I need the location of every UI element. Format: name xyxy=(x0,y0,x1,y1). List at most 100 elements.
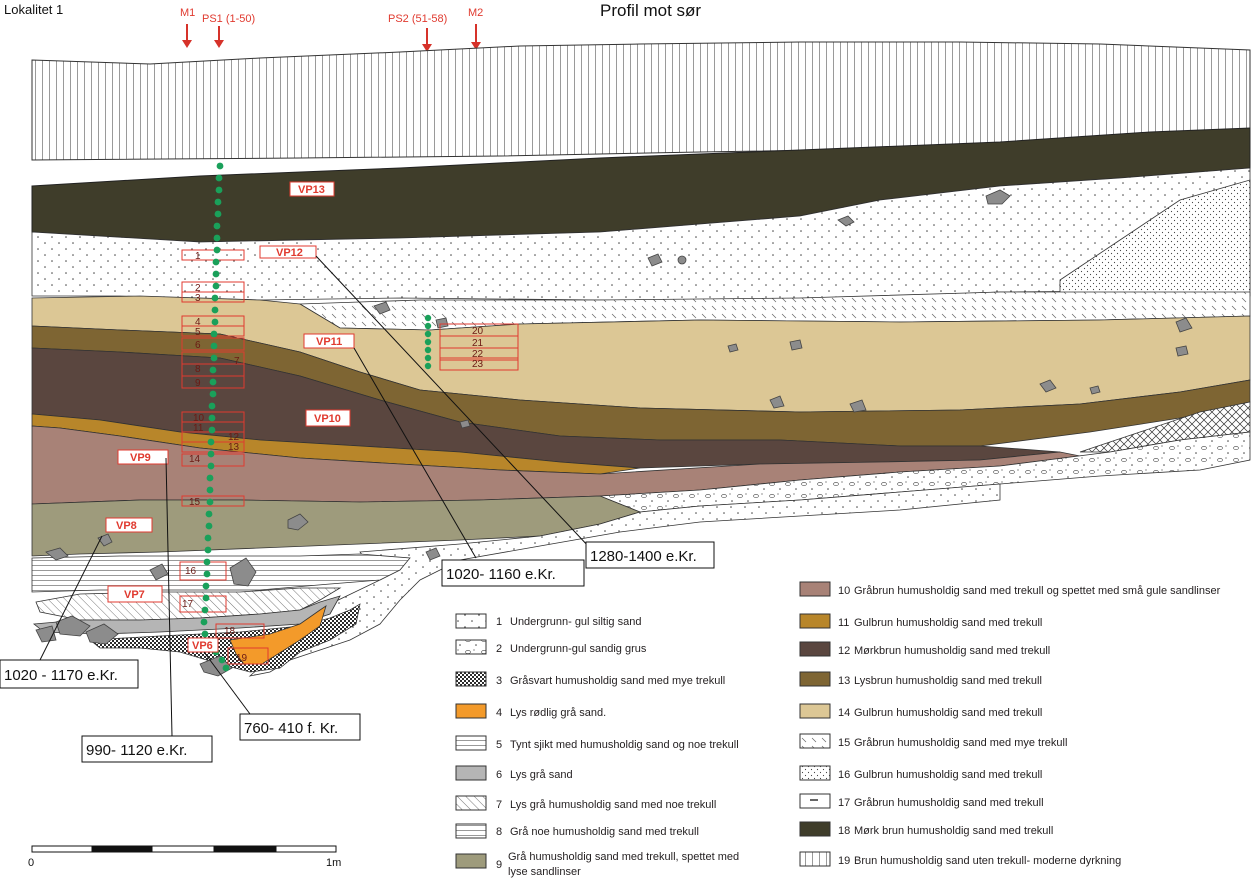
svg-text:11: 11 xyxy=(193,423,204,434)
svg-text:23: 23 xyxy=(472,359,484,370)
svg-text:2: 2 xyxy=(496,643,502,655)
svg-text:9: 9 xyxy=(496,859,502,871)
vp12-label: VP12 xyxy=(259,245,317,259)
svg-text:Mørk brun humusholdig sand med: Mørk brun humusholdig sand med trekull xyxy=(854,825,1053,837)
svg-text:Tynt sjikt med humusholdig san: Tynt sjikt med humusholdig sand og noe t… xyxy=(510,739,739,751)
legend-item-5: 5 Tynt sjikt med humusholdig sand og noe… xyxy=(455,735,739,751)
sample-numbers: 1 2 3 4 5 6 7 8 9 10 11 12 13 14 15 16 1… xyxy=(182,251,484,664)
svg-text:Gulbrun humusholdig sand med t: Gulbrun humusholdig sand med trekull xyxy=(854,617,1042,629)
svg-text:Gråsvart humusholdig sand med: Gråsvart humusholdig sand med mye trekul… xyxy=(510,675,725,687)
legend-item-2: 2 Undergrunn-gul sandig grus xyxy=(455,639,647,655)
legend-item-16: 16 Gulbrun humusholdig sand med trekull xyxy=(799,765,1042,781)
vp8-label: VP8 xyxy=(105,517,153,533)
date-box-1280: 1280-1400 e.Kr. xyxy=(585,541,715,569)
date-box-990: 990- 1120 e.Kr. xyxy=(81,735,213,763)
svg-text:PS2 (51-58): PS2 (51-58) xyxy=(388,13,447,25)
svg-text:8: 8 xyxy=(496,826,502,838)
marker-ps1: PS1 (1-50) xyxy=(202,13,255,48)
svg-text:7: 7 xyxy=(234,356,240,367)
svg-text:Lysbrun humusholdig sand med t: Lysbrun humusholdig sand med trekull xyxy=(854,675,1042,687)
legend-item-1: 1 Undergrunn- gul siltig sand xyxy=(455,613,641,629)
svg-text:VP13: VP13 xyxy=(298,184,325,196)
legend-item-13: 13 Lysbrun humusholdig sand med trekull xyxy=(799,671,1042,687)
marker-m2: M2 xyxy=(468,7,483,50)
svg-text:15: 15 xyxy=(189,497,201,508)
svg-text:5: 5 xyxy=(496,739,502,751)
svg-text:3: 3 xyxy=(496,675,502,687)
svg-text:11: 11 xyxy=(838,617,849,629)
legend-item-7: 7 Lys grå humusholdig sand med noe treku… xyxy=(455,795,716,811)
svg-text:13: 13 xyxy=(228,442,240,453)
legend-item-8: 8 Grå noe humusholdig sand med trekull xyxy=(455,823,699,839)
date-box-760: 760- 410 f. Kr. xyxy=(239,713,361,741)
svg-text:VP12: VP12 xyxy=(276,247,303,259)
svg-text:VP11: VP11 xyxy=(316,336,342,348)
svg-text:4: 4 xyxy=(195,317,201,328)
svg-text:16: 16 xyxy=(185,566,197,577)
svg-text:VP8: VP8 xyxy=(116,520,137,532)
svg-text:VP7: VP7 xyxy=(124,589,145,601)
svg-text:20: 20 xyxy=(472,326,484,337)
date-box-1020-1160: 1020- 1160 e.Kr. xyxy=(441,559,585,587)
svg-text:1m: 1m xyxy=(326,857,341,869)
sample-column-ps1 xyxy=(200,162,230,672)
legend-item-19: 19 Brun humusholdig sand uten trekull- m… xyxy=(799,851,1121,867)
svg-text:9: 9 xyxy=(195,378,201,389)
legend-item-4: 4 Lys rødlig grå sand. xyxy=(455,703,606,719)
vp9-label: VP9 xyxy=(117,449,169,465)
svg-text:19: 19 xyxy=(236,653,248,664)
vp11-label: VP11 xyxy=(303,333,355,349)
svg-text:Gråbrun humusholdig sand med t: Gråbrun humusholdig sand med trekull og … xyxy=(854,585,1221,597)
svg-text:Grå noe humusholdig sand med t: Grå noe humusholdig sand med trekull xyxy=(510,826,699,838)
svg-text:VP10: VP10 xyxy=(314,413,341,425)
svg-text:760- 410 f. Kr.: 760- 410 f. Kr. xyxy=(244,720,338,737)
legend-item-11: 11 Gulbrun humusholdig sand med trekull xyxy=(799,613,1042,629)
svg-text:1280-1400 e.Kr.: 1280-1400 e.Kr. xyxy=(590,548,697,565)
date-leader-lines xyxy=(39,255,591,737)
legend-item-9: 9 Grå humusholdig sand med trekull, spet… xyxy=(455,851,739,878)
vp6-label: VP6 xyxy=(187,637,219,653)
vp13-label: VP13 xyxy=(289,181,335,197)
legend: 1 Undergrunn- gul siltig sand 2 Undergru… xyxy=(455,581,1221,878)
svg-text:Undergrunn- gul siltig sand: Undergrunn- gul siltig sand xyxy=(510,616,641,628)
svg-text:Lys grå sand: Lys grå sand xyxy=(510,769,573,781)
svg-text:12: 12 xyxy=(838,645,850,657)
svg-text:3: 3 xyxy=(195,293,201,304)
svg-text:14: 14 xyxy=(838,707,850,719)
vp10-label: VP10 xyxy=(305,409,351,427)
svg-text:7: 7 xyxy=(496,799,502,811)
stones xyxy=(35,189,1193,677)
svg-text:2: 2 xyxy=(195,283,201,294)
svg-text:0: 0 xyxy=(28,857,34,869)
svg-text:15: 15 xyxy=(838,737,850,749)
svg-text:1: 1 xyxy=(195,251,201,262)
svg-text:10: 10 xyxy=(193,413,205,424)
legend-item-17: 17 Gråbrun humusholdig sand med trekull xyxy=(799,793,1044,809)
svg-text:Gråbrun humusholdig sand med m: Gråbrun humusholdig sand med mye trekull xyxy=(854,737,1067,749)
svg-text:5: 5 xyxy=(195,327,201,338)
svg-text:21: 21 xyxy=(472,338,484,349)
svg-text:22: 22 xyxy=(472,349,484,360)
svg-text:1020- 1160 e.Kr.: 1020- 1160 e.Kr. xyxy=(446,566,556,583)
svg-text:14: 14 xyxy=(189,454,201,465)
date-box-1020-1170: 1020 - 1170 e.Kr. xyxy=(0,659,139,689)
legend-item-12: 12 Mørkbrun humusholdig sand med trekull xyxy=(799,641,1050,657)
svg-text:10: 10 xyxy=(838,585,850,597)
svg-text:Mørkbrun humusholdig sand med: Mørkbrun humusholdig sand med trekull xyxy=(854,645,1050,657)
svg-text:6: 6 xyxy=(496,769,502,781)
svg-text:990- 1120 e.Kr.: 990- 1120 e.Kr. xyxy=(86,742,187,759)
svg-text:VP9: VP9 xyxy=(130,452,151,464)
svg-text:Gulbrun humusholdig sand med t: Gulbrun humusholdig sand med trekull xyxy=(854,707,1042,719)
legend-item-15: 15 Gråbrun humusholdig sand med mye trek… xyxy=(799,733,1067,749)
legend-item-14: 14 Gulbrun humusholdig sand med trekull xyxy=(799,703,1042,719)
svg-text:Lys grå humusholdig sand med n: Lys grå humusholdig sand med noe trekull xyxy=(510,799,716,811)
svg-text:18: 18 xyxy=(224,626,236,637)
svg-text:18: 18 xyxy=(838,825,850,837)
svg-text:Gulbrun humusholdig sand med t: Gulbrun humusholdig sand med trekull xyxy=(854,769,1042,781)
layer-8-horizontal xyxy=(31,553,411,593)
svg-text:1: 1 xyxy=(496,616,502,628)
svg-text:M1: M1 xyxy=(180,7,195,19)
legend-item-6: 6 Lys grå sand xyxy=(455,765,573,781)
svg-text:19: 19 xyxy=(838,855,850,867)
